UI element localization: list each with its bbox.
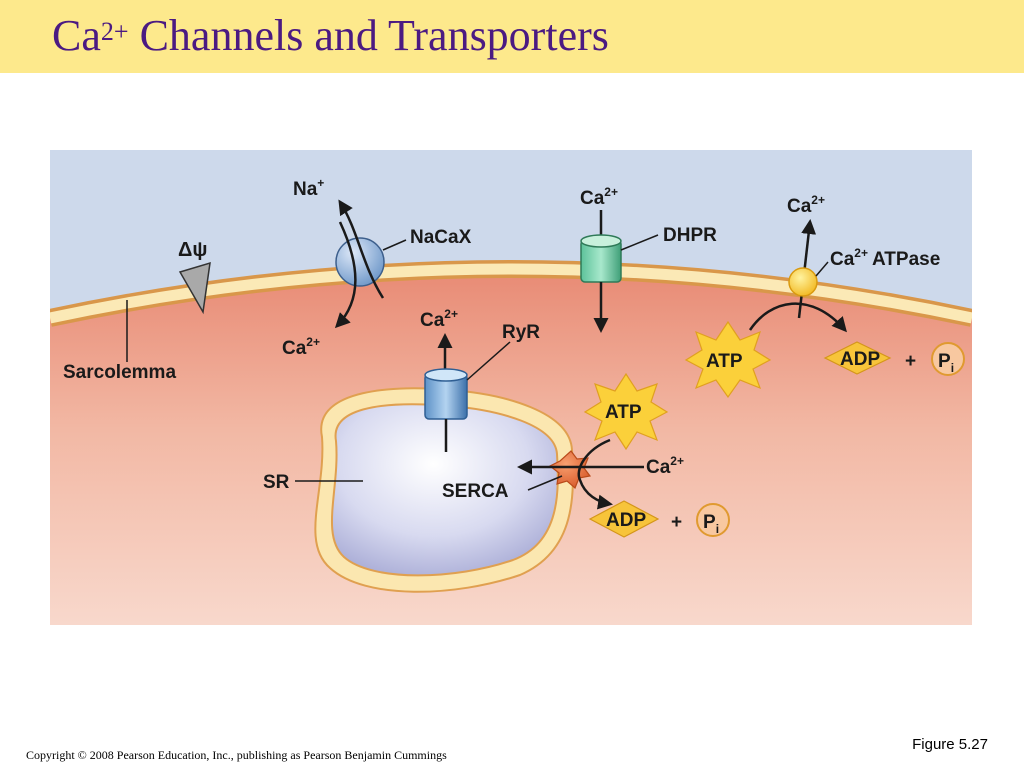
plus-sign-top: + <box>905 351 916 372</box>
ca-text: Ca <box>420 310 445 331</box>
nacax-ca-arrow <box>334 221 357 329</box>
copyright-notice: Copyright © 2008 Pearson Education, Inc.… <box>26 748 447 762</box>
atp-starburst-icon-bottom <box>583 372 669 451</box>
ryr-label: RyR <box>502 322 540 343</box>
serca-pointer <box>527 475 563 491</box>
atp-starburst-icon <box>684 320 772 399</box>
dhpr-channel-top <box>580 234 622 248</box>
ryr-pointer <box>466 341 511 381</box>
sarcolemma-membrane-inner <box>50 263 972 324</box>
phosphate-label-bottom: Pi <box>703 512 719 536</box>
title-bar <box>0 0 1024 73</box>
p-subscript: i <box>716 522 719 536</box>
ca-charge: 2+ <box>604 185 618 199</box>
title-superscript: 2+ <box>100 17 129 46</box>
title-rest: Channels and Transporters <box>128 11 609 60</box>
ca-text: Ca <box>787 196 812 217</box>
plus-sign-bottom: + <box>671 512 682 533</box>
serca-ca-label: Ca2+ <box>646 454 684 478</box>
adp-diamond-icon-bottom <box>588 500 660 538</box>
ryr-channel-top <box>424 368 468 382</box>
ca-text: Ca <box>282 338 307 359</box>
sarcolemma-label: Sarcolemma <box>63 362 176 383</box>
nacax-ca-label: Ca2+ <box>282 335 320 359</box>
phosphate-label-top: Pi <box>938 351 954 375</box>
ca-atpase-pump-icon <box>788 267 818 297</box>
figure-number: Figure 5.27 <box>912 736 988 753</box>
dhpr-ca-label: Ca2+ <box>580 185 618 209</box>
ca-charge: 2+ <box>854 246 868 260</box>
ca-atpase-pointer <box>815 261 829 277</box>
pmca-ca-label: Ca2+ <box>787 193 825 217</box>
nacax-na-arrow <box>338 199 385 299</box>
nacax-exchanger-icon <box>335 237 385 287</box>
ryr-ca-label: Ca2+ <box>420 307 458 331</box>
p-text: P <box>938 351 951 372</box>
ca-text: Ca <box>646 457 671 478</box>
slide-title: Ca2+ Channels and Transporters <box>52 8 609 64</box>
ca-charge: 2+ <box>670 454 684 468</box>
ca-text: Ca <box>580 188 605 209</box>
ca-charge: 2+ <box>444 307 458 321</box>
ca-charge: 2+ <box>306 335 320 349</box>
na-charge: + <box>317 176 324 190</box>
serca-label: SERCA <box>442 481 509 502</box>
adp-diamond-icon <box>823 341 892 375</box>
title-main: Ca <box>52 11 101 60</box>
ca-text: Ca <box>830 249 855 270</box>
phosphate-icon-bottom <box>696 503 730 537</box>
sr-label: SR <box>263 472 290 493</box>
adp-label-bottom: ADP <box>606 510 646 531</box>
nacax-pointer <box>382 239 407 251</box>
nacax-label: NaCaX <box>410 227 472 248</box>
nacax-na-label: Na+ <box>293 176 324 200</box>
ca-atpase-label: Ca2+ ATPase <box>830 246 940 270</box>
dhpr-label: DHPR <box>663 225 717 246</box>
dhpr-pointer <box>620 234 659 251</box>
na-text: Na <box>293 179 318 200</box>
pmca-hydrolysis-arrow <box>748 302 847 333</box>
delta-psi-label: Δψ <box>178 239 207 261</box>
phosphate-icon-top <box>931 342 965 376</box>
ca-charge: 2+ <box>811 193 825 207</box>
voltage-symbol-icon <box>178 261 211 315</box>
p-text: P <box>703 512 716 533</box>
serca-hydrolysis-arrow <box>577 438 613 510</box>
atp-label-top: ATP <box>706 351 743 372</box>
adp-label-top: ADP <box>840 349 880 370</box>
ca-transport-diagram: Δψ Sarcolemma Na+ NaCaX Ca2+ Ca2+ DHPR C… <box>50 150 972 625</box>
atpase-text: ATPase <box>872 249 940 270</box>
atp-label-bottom: ATP <box>605 402 642 423</box>
p-subscript: i <box>951 361 954 375</box>
